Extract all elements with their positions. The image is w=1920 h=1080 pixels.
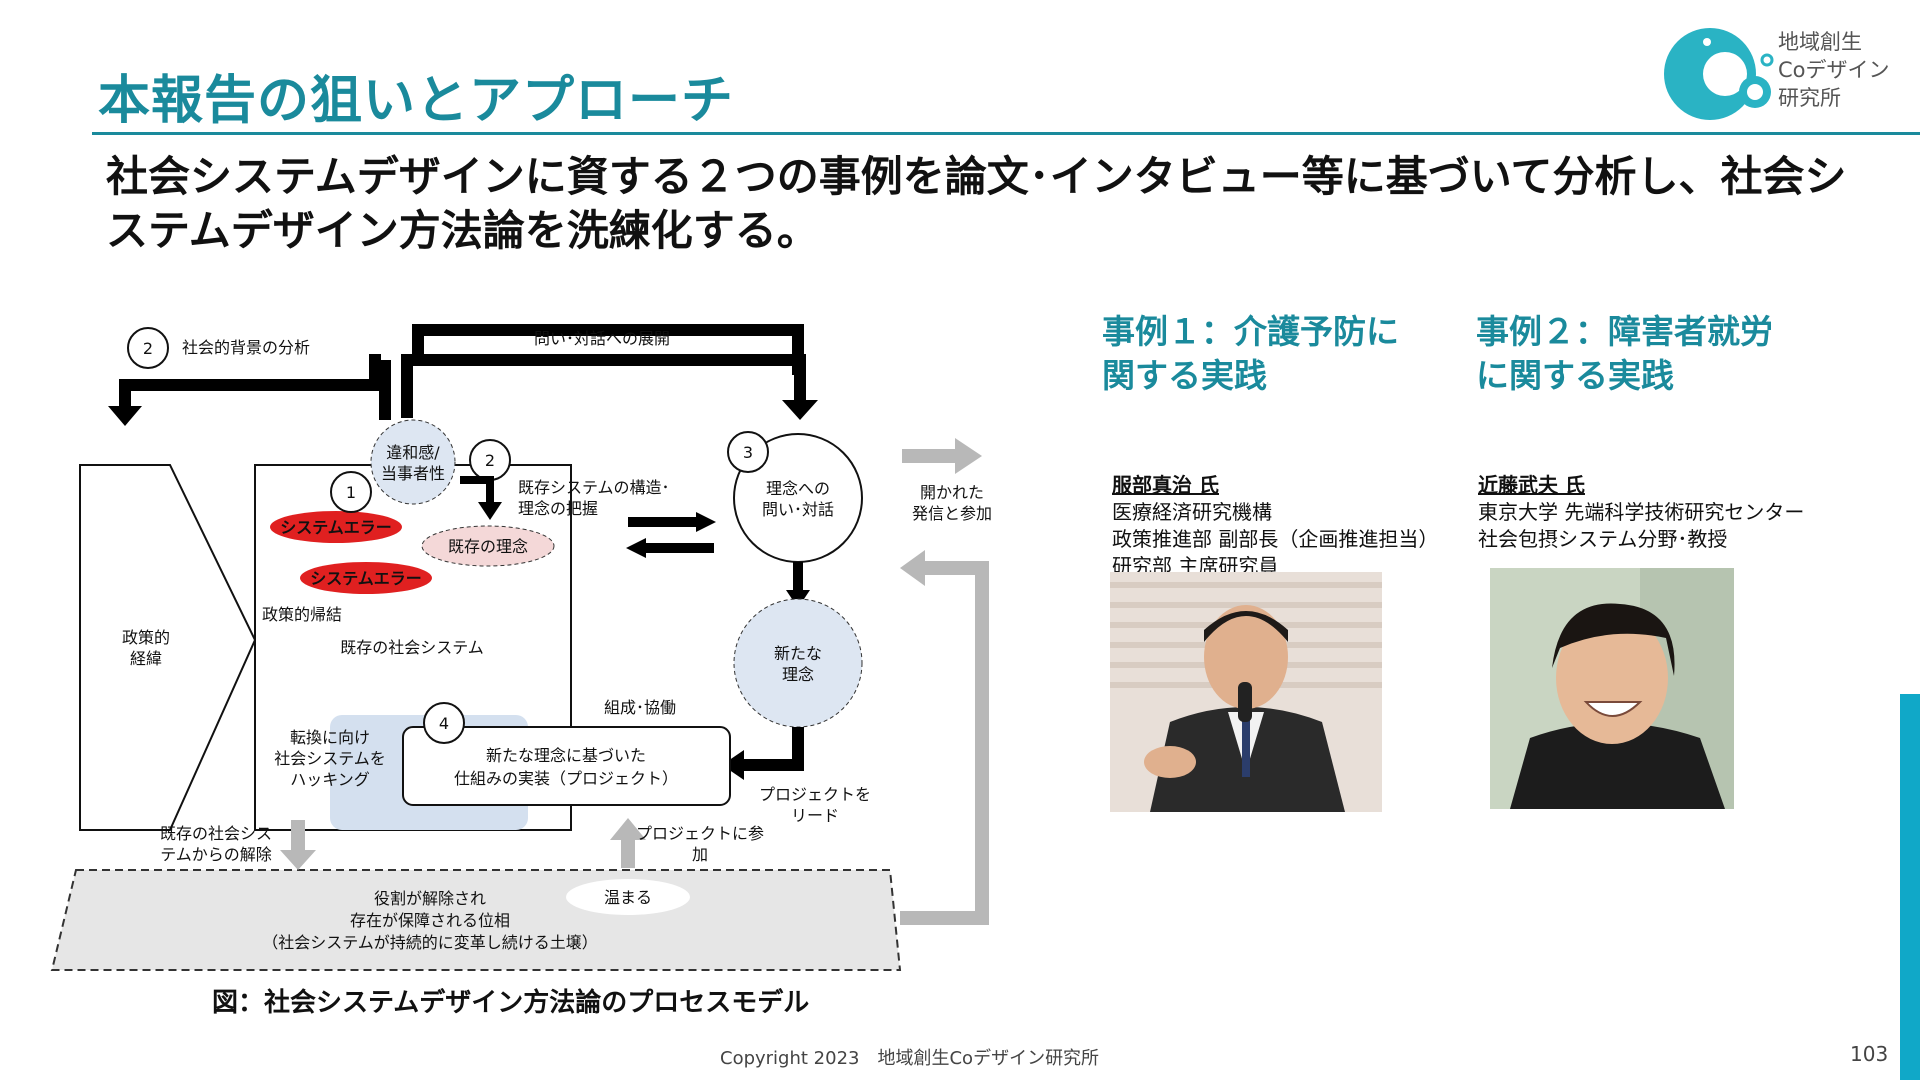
policy-end-label: 政策的帰結 <box>262 605 342 624</box>
copyright-notice: Copyright 2023 地域創生Coデザイン研究所 <box>720 1048 1100 1069</box>
svg-text:4: 4 <box>439 714 449 733</box>
warm-label: 温まる <box>604 888 652 907</box>
step-number-4 <box>423 702 465 744</box>
case-1-heading: 事例１：介護予防に 関する実践 <box>1102 312 1399 395</box>
dialogue-expand-label: 問い･対話への展開 <box>534 329 670 348</box>
svg-text:理念: 理念 <box>782 665 814 684</box>
figure-caption: 図：社会システムデザイン方法論のプロセスモデル <box>212 988 810 1018</box>
svg-text:問い･対話: 問い･対話 <box>762 500 834 519</box>
page-title: 本報告の狙いとアプローチ <box>98 71 735 131</box>
phase-line-3: （社会システムが持続的に変革し続ける土壌） <box>262 933 598 952</box>
person-affiliation-line: 社会包摂システム分野･教授 <box>1478 527 1728 551</box>
process-model-diagram: 温まる 役割が解除され 存在が保障される位相 （社会システムが持続的に変革し続け… <box>50 324 992 971</box>
person-affiliation-line: 東京大学 先端科学技術研究センター <box>1478 500 1805 524</box>
svg-text:3: 3 <box>743 443 753 462</box>
svg-text:1: 1 <box>346 483 356 502</box>
svg-text:プロジェクトを: プロジェクトを <box>759 785 871 804</box>
step-number-3 <box>727 431 769 473</box>
discomfort-circle <box>370 419 456 505</box>
case-1-portrait-photo <box>1110 572 1382 812</box>
title-underline <box>92 132 1920 135</box>
case-2-portrait-photo <box>1490 568 1734 809</box>
svg-text:リード: リード <box>791 806 839 825</box>
svg-text:2: 2 <box>485 451 495 470</box>
hacking-label-1: 転換に向け <box>290 728 370 747</box>
system-error-1-label: システムエラー <box>280 518 392 537</box>
svg-text:新たな: 新たな <box>774 644 822 663</box>
person-affiliation-line: 政策推進部 副部長（企画推進担当） <box>1112 527 1439 551</box>
new-idea-circle <box>733 598 863 728</box>
svg-text:仕組みの実装（プロジェクト）: 仕組みの実装（プロジェクト） <box>454 769 678 788</box>
policy-label-1: 政策的 <box>122 628 170 647</box>
step-number-1 <box>330 471 372 513</box>
phase-line-2: 存在が保障される位相 <box>350 911 510 930</box>
person-name: 服部真治 氏 <box>1112 473 1219 497</box>
hacking-label-3: ハッキング <box>290 770 370 789</box>
page-number: 103 <box>1850 1042 1889 1066</box>
policy-label-2: 経緯 <box>130 649 162 668</box>
case-1-person: 服部真治 氏 医療経済研究機構 政策推進部 副部長（企画推進担当） 研究部 主席… <box>1112 472 1438 580</box>
svg-text:開かれた: 開かれた <box>920 483 984 502</box>
phase-line-1: 役割が解除され <box>374 889 486 908</box>
existing-system-label: 既存の社会システム <box>340 638 484 657</box>
person-name: 近藤武夫 氏 <box>1478 473 1585 497</box>
svg-text:既存の社会シス: 既存の社会シス <box>160 824 272 843</box>
system-error-1 <box>270 511 402 543</box>
svg-text:プロジェクトに参: プロジェクトに参 <box>636 824 764 843</box>
system-error-2-label: システムエラー <box>310 569 422 588</box>
lead-statement: 社会システムデザインに資する２つの事例を論文･インタビュー等に基づいて分析し、社… <box>106 152 1847 255</box>
social-bg-label: 社会的背景の分析 <box>182 338 310 357</box>
accent-bar <box>1900 694 1920 1080</box>
person-affiliation-line: 医療経済研究機構 <box>1112 500 1272 524</box>
step-number-2a <box>127 327 169 369</box>
svg-text:発信と参加: 発信と参加 <box>912 504 992 523</box>
implementation-box <box>402 726 731 806</box>
svg-text:違和感/: 違和感/ <box>386 443 440 462</box>
organize-label: 組成･協働 <box>604 698 676 717</box>
hacking-label-2: 社会システムを <box>274 749 386 768</box>
case-2-person: 近藤武夫 氏 東京大学 先端科学技術研究センター 社会包摂システム分野･教授 <box>1478 472 1804 553</box>
structure-label-1: 既存システムの構造･ <box>518 478 670 497</box>
system-error-2 <box>300 562 432 594</box>
policy-history-shape <box>79 464 257 831</box>
existing-idea <box>421 525 555 567</box>
svg-text:加: 加 <box>692 845 708 864</box>
svg-text:2: 2 <box>143 339 153 358</box>
warm-ellipse <box>566 879 690 915</box>
svg-text:当事者性: 当事者性 <box>381 464 445 483</box>
logo-text: 地域創生 Coデザイン 研究所 <box>1778 30 1890 110</box>
organization-logo <box>1664 28 1774 120</box>
svg-text:新たな理念に基づいた: 新たな理念に基づいた <box>486 746 646 765</box>
structure-label-2: 理念の把握 <box>518 499 598 518</box>
svg-text:テムからの解除: テムからの解除 <box>160 845 272 864</box>
svg-text:理念への: 理念への <box>766 479 830 498</box>
case-2-heading: 事例２：障害者就労 に関する実践 <box>1476 312 1773 395</box>
existing-idea-label: 既存の理念 <box>448 537 528 556</box>
